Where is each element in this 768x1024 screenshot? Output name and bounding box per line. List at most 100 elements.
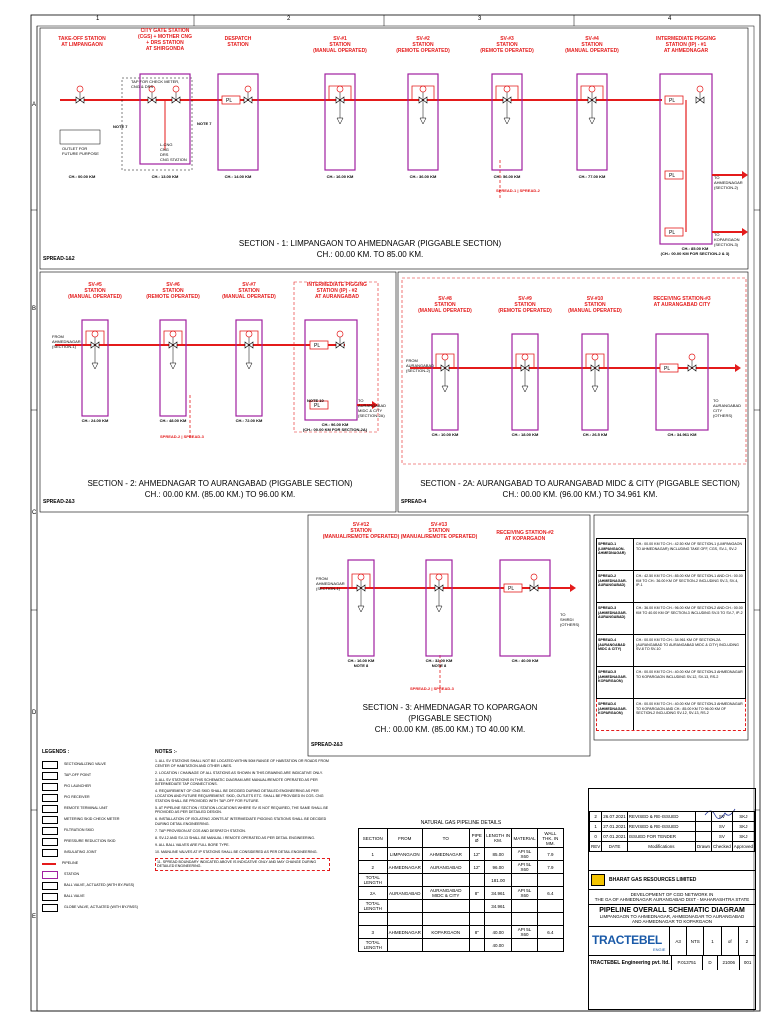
client-name: BHARAT GAS RESOURCES LIMITED [609,877,697,883]
gas-table-cell [511,873,538,887]
gas-table-cell [421,912,470,926]
to-section2-label: TO AHMEDNAGAR (SECTION-2) [714,175,743,190]
grid-row-e: E [32,914,37,920]
s1-ip1-launcher-a [664,170,684,180]
s2a-sv-station-0-bypass [435,353,455,368]
s3-receiving-box [499,559,551,657]
s2-sv-station-0 [81,319,109,417]
s1-station-label-6: SV-#4 STATION (MANUAL OPERATED) [565,36,619,54]
grid-col-2: 2 [287,16,291,22]
s3-sv-station-1-tap [435,605,443,613]
gas-table-header: SECTION [358,828,388,848]
gas-table-cell [511,899,538,913]
s2-sv-station-2-tap [245,362,253,370]
legend-item: STATION [42,869,152,880]
s2a-station-label-2: SV-#10 STATION (MANUAL OPERATED) [568,296,622,314]
s2a-chainage-0: CH.: 10.00 KM [431,432,459,437]
s1-sv-station-3-bypass [328,85,352,100]
s2-station-label-0: SV-#5 STATION (MANUAL OPERATED) [68,282,122,300]
sheet-cell: 1 [704,927,722,955]
legend-item: GLOBE VALVE, ACTUATED (WITH BY-PASS) [42,902,152,913]
s2-sv-station-1-tap [169,362,177,370]
s1-sv-station-6 [576,73,608,171]
grid-row-b: B [32,306,37,312]
section2-frame [39,271,397,513]
gas-table-cell [468,938,485,952]
spread-row: SPREAD-1 (LIMPANGAON- AHMEDNAGAR)CH.: 00… [596,538,746,571]
s1-chainage-7: CH.: 85.00 KM (CH.: 00.00 KM FOR SECTION… [660,246,730,256]
legend-symbol-icon [42,782,58,791]
gas-table-cell: 1 [358,847,388,861]
s2-chainage-0: CH.: 24.00 KM [81,418,109,423]
s1-chainage-0: CH.: 00.00 KM [68,174,96,179]
note-item: 5. AT PIPELINE SECTION / STATION LOCATIO… [155,805,329,815]
s1-station-label-7: INTERMEDIATE PIGGING STATION (IP) - #1 A… [656,36,716,54]
s2-ip2-launcher [309,400,329,410]
legend-item: REMOTE TERMINAL UNIT [42,803,152,814]
section3-spread-tag: SPREAD-2 | SPREAD-3 [410,686,454,691]
s1-sv-station-6-bypass [580,85,604,100]
note-item: 9. ALL BALL VALVES ARE FULL BORE TYPE. [155,843,230,848]
gas-table-cell [468,899,485,913]
s1-sv-station-4-bypass [411,85,435,100]
revision-cell: 0 [588,831,603,842]
revision-cell: SKJ [731,811,756,822]
s2a-sv-station-2-tap [591,385,599,393]
gas-table-cell [421,938,470,952]
gas-table-cell [421,899,470,913]
svg-text:PL: PL [314,403,320,409]
section2-from-label: FROM AHMEDNAGAR (SECTION-1) [52,334,81,349]
s3-station-label-2: RECEIVING STATION-#2 AT KOPARGAON [496,530,554,542]
legend-symbol-icon [42,848,58,857]
revision-cell: REVISED & RE-ISSUED [626,811,696,822]
grid-col-3: 3 [478,16,482,22]
s2-sv-station-0-tap [91,362,99,370]
legend-text: BALL VALVE, ACTUATED (WITH BY-PASS) [64,883,135,888]
legend-text: PIPELINE [62,861,79,866]
gas-table-cell [536,938,565,952]
note-item: 7. TAP PROVISION AT CGS AND DESPATCH STA… [155,829,246,834]
legend-symbol-icon [42,771,58,780]
s2a-chainage-1: CH.: 18.00 KM [511,432,539,437]
gas-table-cell: 40.00 [483,925,513,939]
gas-table-cell: AURANGABAD MIDC & CITY [421,886,470,900]
note-item: 3. ALL SV STATIONS IN THIS SCHEMATIC DIA… [155,777,318,787]
revision-cell: REVISED & RE-ISSUED [626,821,696,832]
tap-check-meter-label: TAP FOR CHECK METER, CNG & DRS [131,79,180,89]
gas-table-cell [483,912,513,926]
gas-table-header: PIPE Ø [468,828,485,848]
revision-cell: 07.01.2021 [601,831,628,842]
section2a-dashed-area [401,277,747,465]
rev-no: 001 [743,960,752,965]
legend-item: PIPELINE [42,858,152,869]
revision-header: REV [588,841,603,852]
s2a-receiving-box [655,333,709,431]
svg-text:PL: PL [669,173,675,179]
s1-sv-station-4 [407,73,439,171]
legend-item: TAP-OFF POINT [42,770,152,781]
spread-text-cell: CH.: 42.50 KM TO CH.: 85.00 KM OF SECTIO… [636,574,743,588]
s1-despatch-box [217,73,259,171]
legend-text: METERING SKID CHECK METER [64,817,120,822]
s1-sv-station-5-tap [503,117,511,125]
cgs-dashed-area [121,77,193,171]
gas-table-cell: API 5L X60 [511,886,538,900]
s2-sv-station-1-bypass [163,330,183,345]
spread-tag-cell: SPREAD-5 (AHMEDNAGAR- KOPARGAON) [597,667,634,698]
notes: NOTES :- 1. ALL SV STATIONS SHALL NOT BE… [155,750,330,873]
grid-row-a: A [32,102,37,108]
legend-text: PRESSURE REDUCTION SKID [64,839,116,844]
spread-text-cell: CH.: 00.00 KM TO CH.: 40.00 KM OF SECTIO… [636,702,743,716]
note-item: 10. MAINLINE VALVES AT IP STATIONS SHALL… [155,850,318,855]
s1-chainage-5: CH.: 56.00 KM [493,174,521,179]
s2a-sv-station-0-tap [441,385,449,393]
gas-table-cell: AHMEDNAGAR [386,860,423,874]
s1-sv-station-6-tap [588,117,596,125]
s3-sv-station-0 [347,559,375,657]
